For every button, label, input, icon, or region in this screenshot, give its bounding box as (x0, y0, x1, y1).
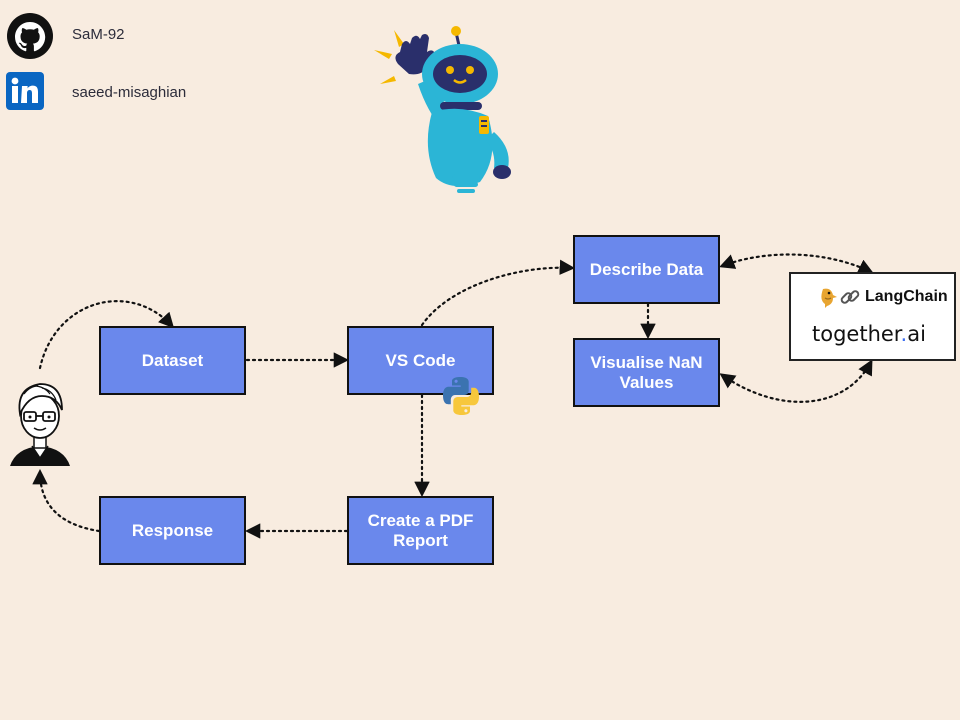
node-vscode-label: VS Code (385, 350, 456, 370)
node-pdf-label-1: Create a PDF (367, 510, 474, 530)
arrow-describe-langchain (719, 253, 874, 274)
node-visualise-label-2: Values (619, 372, 674, 392)
arrow-user-to-dataset (38, 300, 175, 370)
linkedin-icon[interactable] (6, 72, 44, 110)
github-icon[interactable] (6, 12, 54, 60)
chain-link-icon (840, 290, 860, 304)
robot-waving-icon (374, 26, 511, 193)
llm-services-box: LangChain together.ai (789, 272, 956, 361)
user-avatar-icon (10, 383, 70, 466)
together-ai-logo: together.ai (812, 322, 926, 346)
node-response: Response (99, 496, 246, 565)
node-create-pdf: Create a PDF Report (347, 496, 494, 565)
node-dataset-label: Dataset (141, 350, 204, 370)
node-vscode: VS Code (347, 326, 494, 395)
node-dataset: Dataset (99, 326, 246, 395)
python-icon (443, 377, 479, 415)
node-describe-data: Describe Data (573, 235, 720, 304)
langchain-logo: LangChain (817, 286, 948, 308)
together-label-dot: . (900, 322, 908, 346)
together-label-suffix: ai (907, 322, 926, 346)
node-describe-label: Describe Data (589, 259, 704, 279)
github-username[interactable]: SaM-92 (72, 26, 125, 43)
linkedin-username[interactable]: saeed-misaghian (72, 84, 187, 101)
node-visualise-label-1: Visualise NaN (590, 352, 703, 372)
arrow-visualise-together (719, 359, 873, 403)
node-pdf-label-2: Report (393, 530, 448, 550)
arrow-response-to-user (32, 468, 101, 533)
node-visualise-nan: Visualise NaN Values (573, 338, 720, 407)
langchain-label: LangChain (865, 288, 948, 305)
arrow-vscode-to-describe (420, 259, 576, 327)
together-label-prefix: together (812, 322, 901, 346)
node-response-label: Response (131, 520, 214, 540)
parrot-icon (821, 288, 837, 308)
